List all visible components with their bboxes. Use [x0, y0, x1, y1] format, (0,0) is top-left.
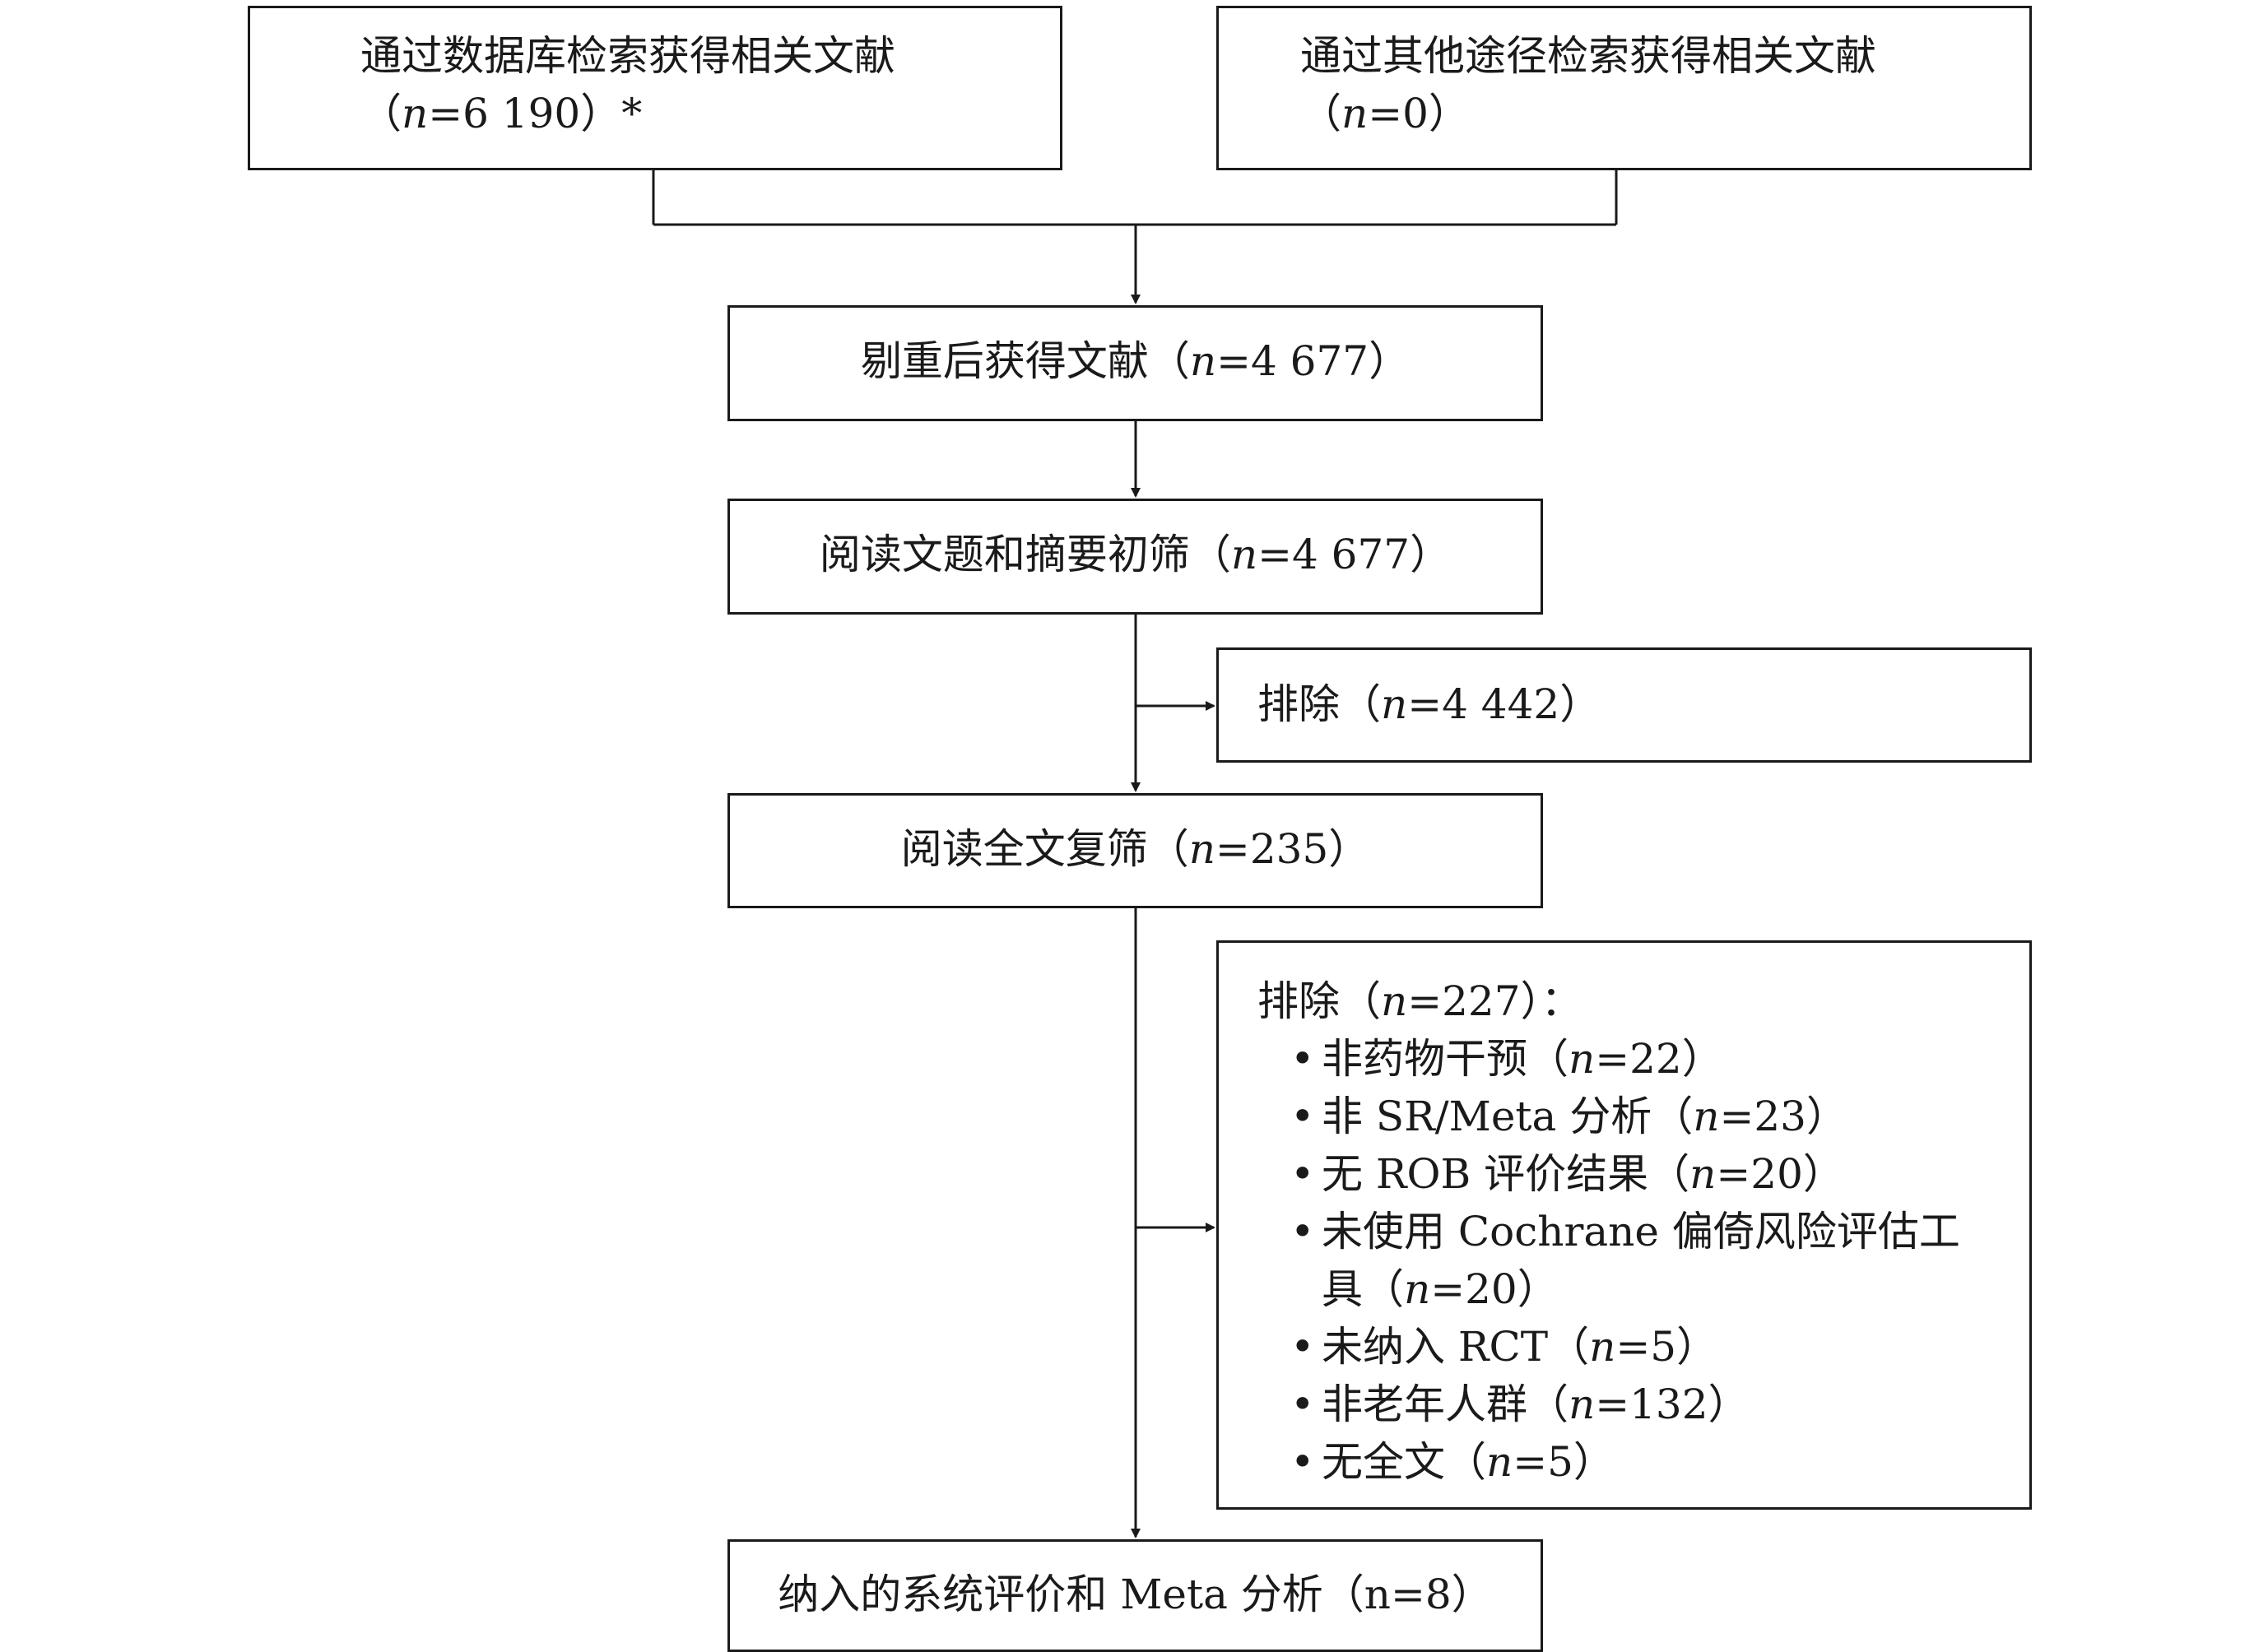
- other-search-line2: （n=0）: [1300, 90, 1470, 137]
- other-search-line1: 通过其他途径检索获得相关文献: [1300, 32, 1876, 80]
- exclude1-box: [1216, 647, 2032, 763]
- included-box: [727, 1539, 1543, 1652]
- db-search-box: [248, 6, 1062, 170]
- fulltext-text: 阅读全文复筛（n=235）: [900, 825, 1370, 873]
- included-text: 纳入的系统评价和 Meta 分析（n=8）: [778, 1571, 1493, 1618]
- list-item: •无 ROB 评价结果（n=20）: [1290, 1150, 1844, 1198]
- list-item-continuation: 具（n=20）: [1322, 1265, 1559, 1313]
- list-item: •未纳入 RCT（n=5）: [1290, 1323, 1718, 1371]
- dedup-box: [727, 305, 1543, 421]
- list-item: •非药物干预（n=22）: [1290, 1035, 1723, 1083]
- db-search-line2: （n=6 190）*: [360, 90, 643, 137]
- list-item: •非 SR/Meta 分析（n=23）: [1290, 1093, 1847, 1140]
- exclude1-text: 排除（n=4 442）: [1257, 680, 1601, 728]
- other-search-box: [1216, 6, 2032, 170]
- title-screen-box: [727, 499, 1543, 615]
- list-item: •非老年人群（n=132）: [1290, 1381, 1750, 1428]
- exclude2-heading: 排除（n=227）：: [1257, 977, 1582, 1025]
- exclude2-box: [1216, 940, 2032, 1510]
- title-screen-text: 阅读文题和摘要初筛（n=4 677）: [819, 531, 1452, 578]
- list-item: •无全文（n=5）: [1290, 1438, 1615, 1486]
- list-item: •未使用 Cochrane 偏倚风险评估工: [1290, 1208, 1960, 1255]
- exclude2-content: 排除（n=227）： •非药物干预（n=22） •非 SR/Meta 分析（n=…: [1257, 972, 1960, 1491]
- dedup-text: 剔重后获得文献（n=4 677）: [860, 337, 1411, 385]
- db-search-line1: 通过数据库检索获得相关文献: [360, 32, 895, 80]
- fulltext-box: [727, 793, 1543, 908]
